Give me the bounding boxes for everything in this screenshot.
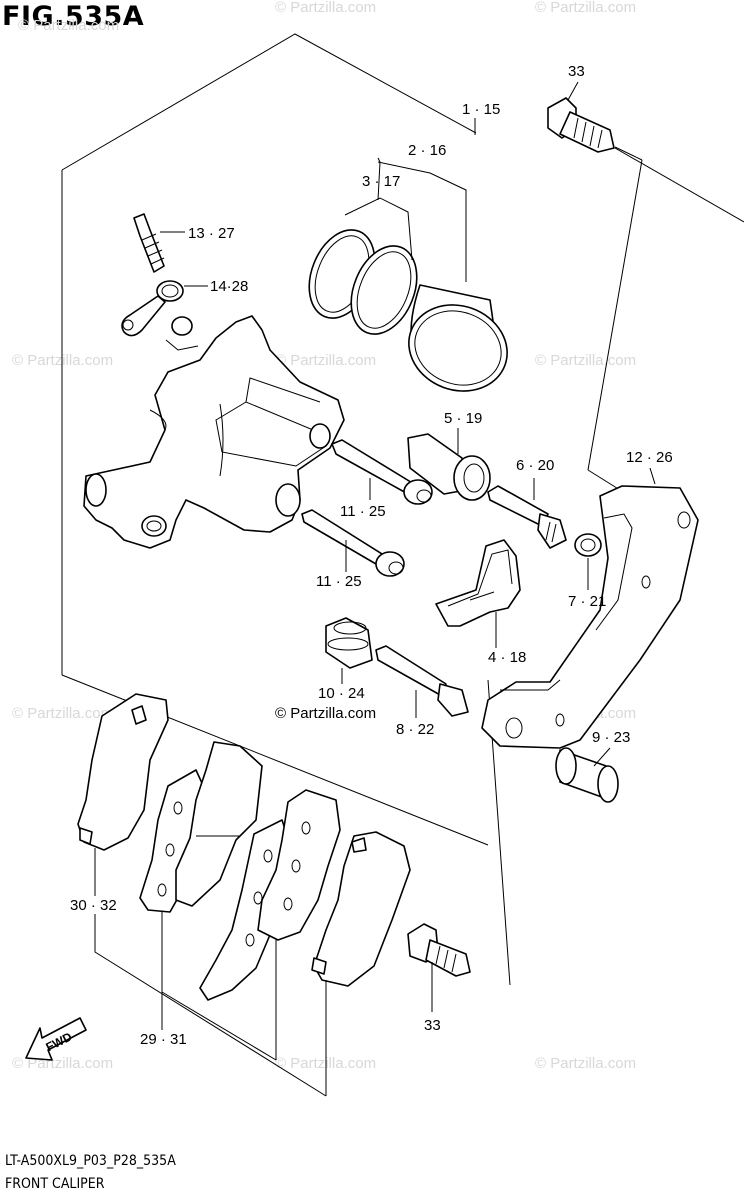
callout-11-25-upper: 11 · 25 xyxy=(340,503,386,520)
leader-lines-top xyxy=(344,118,476,282)
watermark: © Partzilla.com xyxy=(12,352,113,369)
slide-pin-bracket xyxy=(487,478,567,549)
bracket-sleeve xyxy=(555,747,619,803)
callout-3-17: 3 · 17 xyxy=(362,173,400,190)
bleeder-cap xyxy=(121,280,208,337)
partzilla-copyright: © Partzilla.com xyxy=(275,705,376,722)
watermarks: © Partzilla.com © Partzilla.com © Partzi… xyxy=(12,0,636,1072)
bracket-pin-lower xyxy=(375,645,469,718)
slide-pin-lower xyxy=(301,509,405,577)
callout-10-24: 10 · 24 xyxy=(318,685,365,702)
pin-boot-lower xyxy=(325,617,373,684)
callout-labels: 33 1 · 15 2 · 16 3 · 17 13 · 27 14·28 5 … xyxy=(70,63,673,1048)
slide-pin-upper xyxy=(331,439,433,505)
brake-pad-right xyxy=(311,831,411,987)
piston-seals xyxy=(308,229,418,335)
bolt-33-top xyxy=(547,81,615,153)
watermark: © Partzilla.com xyxy=(535,1055,636,1072)
watermark: © Partzilla.com xyxy=(275,352,376,369)
callout-29-31: 29 · 31 xyxy=(140,1031,187,1048)
watermark: © Partzilla.com xyxy=(535,0,636,16)
callout-7-21: 7 · 21 xyxy=(568,593,606,610)
watermark: © Partzilla.com xyxy=(18,17,119,34)
caliper-bracket xyxy=(481,467,699,749)
callout-2-16: 2 · 16 xyxy=(408,142,446,159)
pin-washer xyxy=(574,533,602,590)
watermark: © Partzilla.com xyxy=(12,705,113,722)
brake-pad-outer xyxy=(77,693,169,851)
callout-30-32: 30 · 32 xyxy=(70,897,117,914)
fwd-arrow: FWD xyxy=(25,1017,87,1061)
callout-5-19: 5 · 19 xyxy=(444,410,482,427)
pin-boot-upper xyxy=(407,428,491,501)
figure-title: FIG.535A xyxy=(2,1,145,32)
watermark: © Partzilla.com xyxy=(275,0,376,16)
bolt-33-bottom xyxy=(407,923,471,1012)
callout-14-28: 14·28 xyxy=(210,278,248,295)
figure-code: LT-A500XL9_P03_P28_535A xyxy=(5,1153,176,1169)
callout-9-23: 9 · 23 xyxy=(592,729,630,746)
callout-12-26: 12 · 26 xyxy=(626,449,673,466)
callout-1-15: 1 · 15 xyxy=(462,101,500,118)
leader-lines-pads xyxy=(94,848,327,1097)
figure-name: FRONT CALIPER xyxy=(5,1176,105,1192)
callout-8-22: 8 · 22 xyxy=(396,721,434,738)
bleeder-screw xyxy=(133,213,185,273)
watermark: © Partzilla.com xyxy=(535,352,636,369)
callout-11-25-lower: 11 · 25 xyxy=(316,573,362,590)
callout-4-18: 4 · 18 xyxy=(488,649,526,666)
callout-13-27: 13 · 27 xyxy=(188,225,235,242)
callout-6-20: 6 · 20 xyxy=(516,457,554,474)
caliper-piston xyxy=(408,284,508,392)
callout-33-bottom: 33 xyxy=(424,1017,441,1034)
callout-33-top: 33 xyxy=(568,63,585,80)
pad-spring xyxy=(435,539,521,648)
brake-pad-inner-b xyxy=(257,789,341,941)
caliper-body xyxy=(83,315,345,549)
brake-pad-inner-a xyxy=(175,741,263,907)
